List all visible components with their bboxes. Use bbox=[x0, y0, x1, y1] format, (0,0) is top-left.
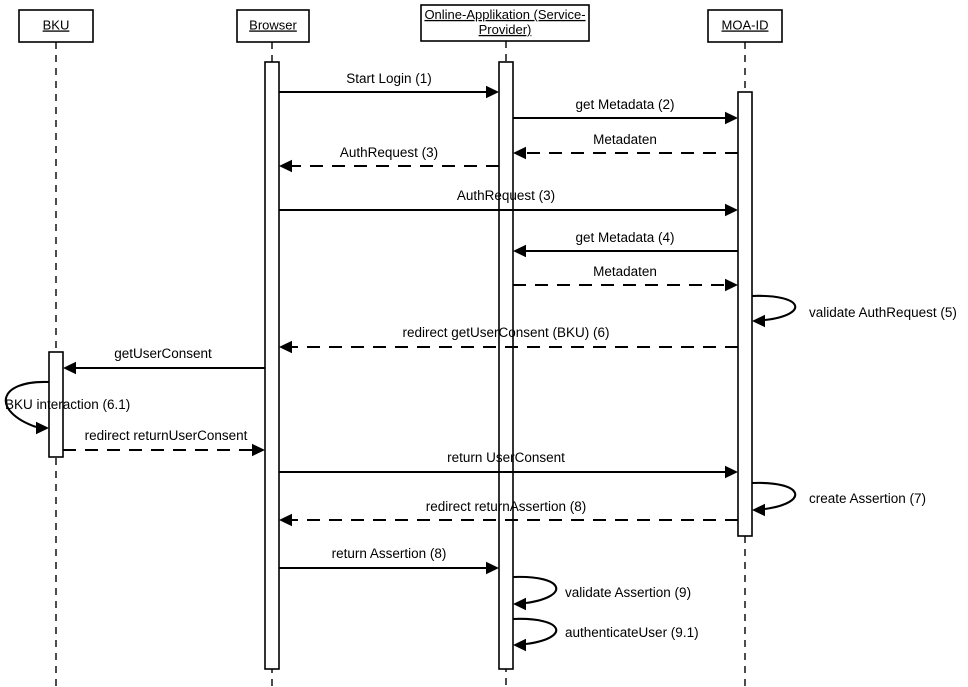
self-message-label-3: create Assertion (7) bbox=[809, 491, 926, 506]
message-6[interactable]: get Metadata (4) bbox=[513, 230, 738, 258]
message-7[interactable]: Metadaten bbox=[513, 264, 738, 292]
message-arrowhead-7 bbox=[725, 278, 738, 292]
activation-bar-browser bbox=[264, 61, 280, 670]
self-message-loop-5 bbox=[512, 617, 558, 646]
message-arrowhead-6 bbox=[513, 244, 526, 258]
message-label-5: AuthRequest (3) bbox=[457, 188, 555, 203]
self-message-3[interactable]: create Assertion (7) bbox=[751, 481, 926, 517]
message-9[interactable]: getUserConsent bbox=[63, 346, 265, 375]
participant-label-bku: BKU bbox=[43, 17, 70, 32]
activation-bar-moaid bbox=[737, 91, 753, 537]
self-message-label-5: authenticateUser (9.1) bbox=[565, 625, 699, 640]
participant-header-moaid[interactable]: MOA-ID bbox=[707, 9, 783, 43]
message-11[interactable]: return UserConsent bbox=[279, 450, 738, 479]
activation-bar-bku bbox=[48, 351, 64, 458]
message-label-1: Start Login (1) bbox=[346, 71, 432, 86]
self-message-arrowhead-5 bbox=[513, 638, 526, 652]
message-10[interactable]: redirect returnUserConsent bbox=[63, 428, 265, 457]
message-label-7: Metadaten bbox=[593, 264, 657, 279]
message-arrowhead-12 bbox=[279, 513, 292, 527]
self-messages-layer: validate AuthRequest (5) BKU interaction … bbox=[4, 294, 957, 652]
self-message-5[interactable]: authenticateUser (9.1) bbox=[512, 617, 699, 652]
message-label-13: return Assertion (8) bbox=[332, 546, 447, 561]
message-1[interactable]: Start Login (1) bbox=[279, 71, 499, 99]
participant-label-oa: Online-Applikation (Service- bbox=[424, 7, 585, 22]
message-8[interactable]: redirect getUserConsent (BKU) (6) bbox=[279, 325, 738, 354]
message-2[interactable]: get Metadata (2) bbox=[513, 97, 738, 125]
message-label-9: getUserConsent bbox=[114, 346, 212, 361]
message-3[interactable]: Metadaten bbox=[513, 132, 738, 160]
self-message-label-1: validate AuthRequest (5) bbox=[809, 305, 957, 320]
message-arrowhead-11 bbox=[725, 465, 738, 479]
self-message-label-2: BKU interaction (6.1) bbox=[5, 397, 130, 412]
self-message-2[interactable]: BKU interaction (6.1) bbox=[4, 380, 130, 435]
activations-layer bbox=[48, 61, 753, 670]
participant-box-moaid[interactable] bbox=[707, 9, 783, 43]
message-label-8: redirect getUserConsent (BKU) (6) bbox=[402, 325, 609, 340]
message-13[interactable]: return Assertion (8) bbox=[279, 546, 499, 575]
message-arrowhead-10 bbox=[252, 443, 265, 457]
participant-box-bku[interactable] bbox=[18, 9, 94, 43]
message-label-12: redirect returnAssertion (8) bbox=[426, 499, 587, 514]
message-label-3: Metadaten bbox=[593, 132, 657, 147]
participant-boxes-layer: BKU Browser Online-Applikation (Service-Pr… bbox=[18, 4, 783, 43]
activation-bar-oa bbox=[498, 61, 514, 670]
message-arrowhead-9 bbox=[63, 361, 76, 375]
self-message-arrowhead-1 bbox=[752, 314, 765, 328]
message-4[interactable]: AuthRequest (3) bbox=[279, 145, 499, 173]
participant-header-browser[interactable]: Browser bbox=[236, 9, 310, 43]
self-message-loop-1 bbox=[751, 294, 797, 322]
self-message-arrowhead-3 bbox=[752, 503, 765, 517]
self-message-label-4: validate Assertion (9) bbox=[565, 585, 691, 600]
participant-header-oa[interactable]: Online-Applikation (Service-Provider) bbox=[420, 4, 590, 42]
self-message-loop-4 bbox=[512, 575, 558, 605]
message-label-11: return UserConsent bbox=[447, 450, 565, 465]
message-arrowhead-8 bbox=[279, 340, 292, 354]
message-arrowhead-5 bbox=[725, 203, 738, 217]
message-5[interactable]: AuthRequest (3) bbox=[279, 188, 738, 217]
self-message-4[interactable]: validate Assertion (9) bbox=[512, 575, 691, 611]
self-message-arrowhead-2 bbox=[36, 421, 49, 435]
self-message-arrowhead-4 bbox=[513, 597, 526, 611]
message-label-2: get Metadata (2) bbox=[575, 97, 674, 112]
message-arrowhead-13 bbox=[486, 561, 499, 575]
participant-header-bku[interactable]: BKU bbox=[18, 9, 94, 43]
message-arrowhead-1 bbox=[486, 85, 499, 99]
participant-box-oa[interactable] bbox=[420, 4, 590, 42]
self-message-loop-2 bbox=[4, 380, 50, 428]
participant-label-oa: Provider) bbox=[479, 22, 532, 37]
message-label-6: get Metadata (4) bbox=[575, 230, 674, 245]
participant-box-browser[interactable] bbox=[236, 9, 310, 43]
participant-label-browser: Browser bbox=[249, 17, 297, 32]
message-arrowhead-3 bbox=[513, 146, 526, 160]
message-12[interactable]: redirect returnAssertion (8) bbox=[279, 499, 738, 527]
participant-label-moaid: MOA-ID bbox=[722, 17, 769, 32]
message-label-4: AuthRequest (3) bbox=[340, 145, 438, 160]
message-arrowhead-4 bbox=[279, 159, 292, 173]
messages-layer: Start Login (1) get Metadata (2) Metadaten… bbox=[63, 71, 738, 575]
message-label-10: redirect returnUserConsent bbox=[85, 428, 248, 443]
self-message-1[interactable]: validate AuthRequest (5) bbox=[751, 294, 957, 328]
self-message-loop-3 bbox=[751, 481, 797, 511]
message-arrowhead-2 bbox=[725, 111, 738, 125]
